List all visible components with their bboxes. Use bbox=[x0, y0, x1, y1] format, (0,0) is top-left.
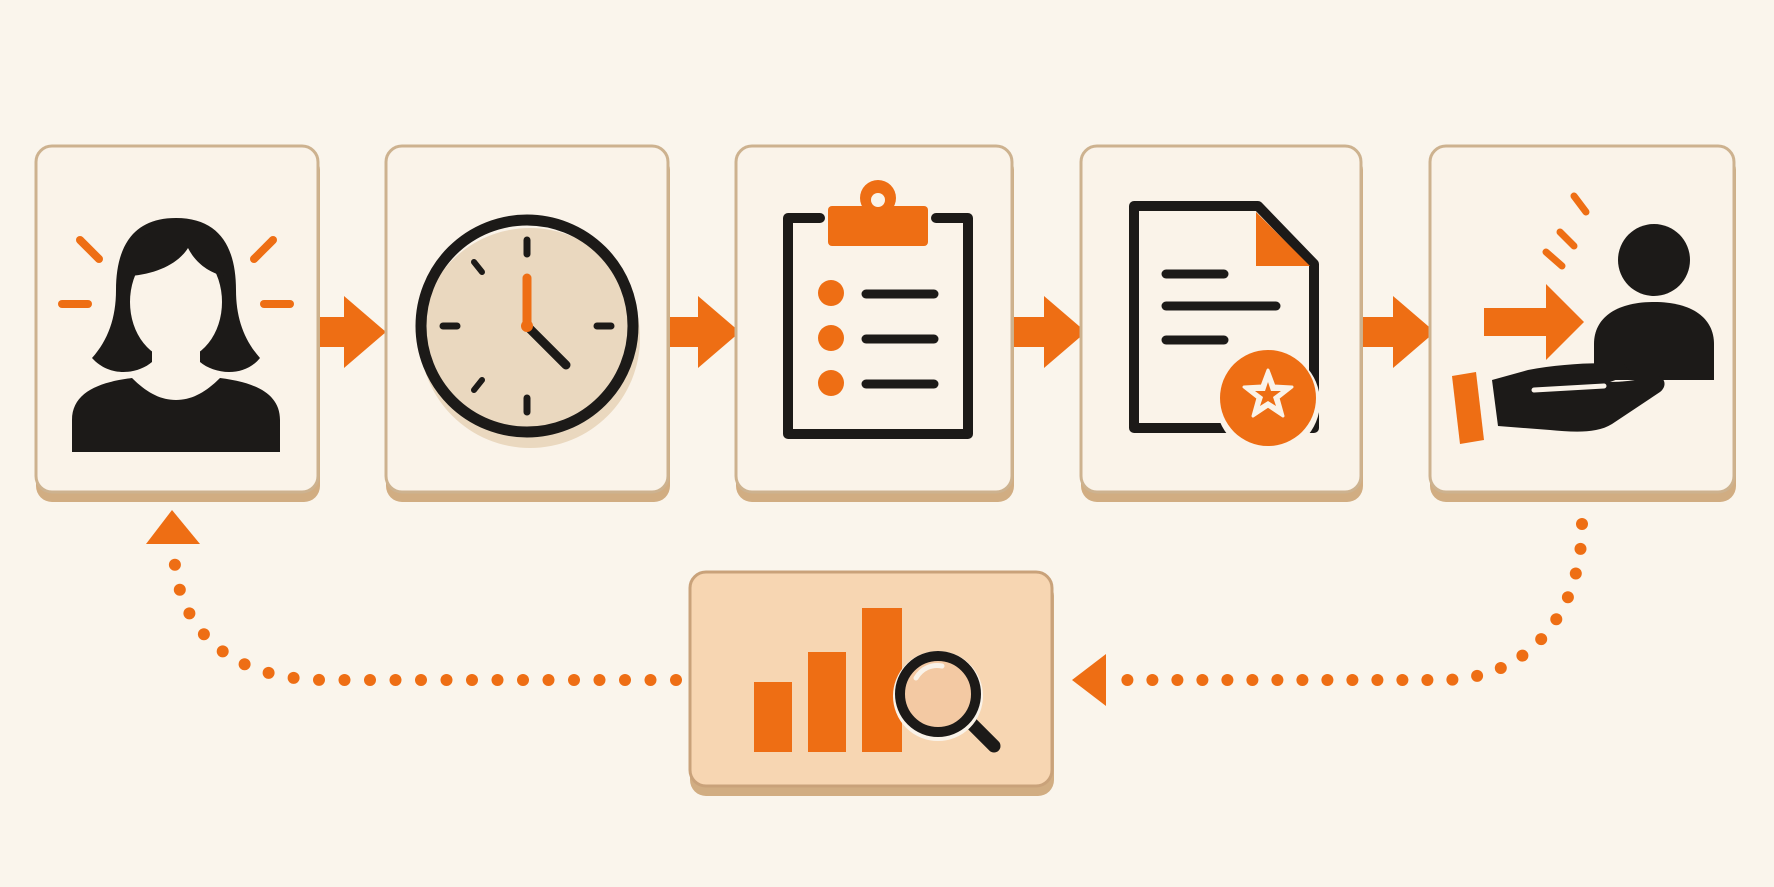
flow-arrow-1 bbox=[318, 296, 386, 368]
feedback-left-dot-13 bbox=[338, 674, 351, 686]
feedback-left-dot-9 bbox=[440, 674, 453, 686]
feedback-connector-to-person bbox=[168, 558, 682, 686]
feedback-right-dot-11 bbox=[1396, 674, 1409, 686]
feedback-right-dot-16 bbox=[1271, 674, 1284, 686]
feedback-left-dot-0 bbox=[670, 674, 682, 686]
feedback-left-dot-21 bbox=[173, 583, 186, 596]
step-card-checklist bbox=[734, 144, 1014, 502]
feedback-right-dot-13 bbox=[1346, 674, 1359, 686]
feedback-right-dot-10 bbox=[1421, 674, 1434, 686]
feedback-right-dot-7 bbox=[1494, 662, 1507, 674]
feedback-right-dot-22 bbox=[1121, 674, 1134, 686]
feedback-left-dot-3 bbox=[593, 674, 606, 686]
feedback-left-dot-11 bbox=[389, 674, 402, 686]
feedback-right-dot-8 bbox=[1471, 669, 1484, 682]
clipboard-checklist-icon bbox=[783, 180, 973, 439]
feedback-left-dot-15 bbox=[287, 671, 300, 684]
feedback-right-dot-15 bbox=[1296, 674, 1309, 686]
feedback-card-analysis bbox=[688, 570, 1054, 796]
feedback-left-dot-10 bbox=[415, 674, 427, 686]
flow-arrow-3 bbox=[1013, 296, 1086, 368]
feedback-right-dot-4 bbox=[1550, 613, 1563, 626]
hand-over-to-person-icon bbox=[1452, 192, 1714, 444]
feedback-left-dot-2 bbox=[619, 674, 631, 686]
feedback-left-dot-8 bbox=[466, 674, 478, 686]
feedback-right-dot-19 bbox=[1196, 674, 1209, 686]
document-star-icon bbox=[1129, 201, 1320, 454]
step-card-clock bbox=[384, 144, 670, 502]
step-card-person bbox=[34, 144, 320, 502]
feedback-left-dot-19 bbox=[197, 628, 210, 641]
feedback-left-dot-22 bbox=[168, 558, 181, 571]
feedback-arrowhead-into-analysis bbox=[1072, 654, 1106, 706]
feedback-left-dot-5 bbox=[542, 674, 555, 686]
step-card-document bbox=[1079, 144, 1363, 502]
feedback-right-dot-0 bbox=[1576, 518, 1588, 530]
feedback-right-dot-9 bbox=[1446, 673, 1459, 686]
feedback-left-dot-7 bbox=[491, 674, 504, 686]
feedback-right-dot-3 bbox=[1561, 591, 1574, 604]
feedback-left-dot-12 bbox=[364, 674, 376, 686]
feedback-left-dot-17 bbox=[238, 658, 251, 671]
feedback-right-dot-18 bbox=[1221, 674, 1234, 686]
feedback-right-dot-14 bbox=[1321, 674, 1334, 686]
feedback-arrowhead-into-person bbox=[146, 510, 200, 544]
feedback-right-dot-21 bbox=[1146, 674, 1159, 686]
flow-arrow-2 bbox=[667, 296, 740, 368]
feedback-left-dot-4 bbox=[568, 674, 580, 686]
feedback-right-dot-20 bbox=[1171, 674, 1184, 686]
feedback-right-dot-6 bbox=[1516, 649, 1529, 662]
feedback-right-dot-5 bbox=[1535, 633, 1548, 646]
person-icon bbox=[58, 218, 294, 452]
step-card-handoff bbox=[1428, 144, 1736, 502]
feedback-right-dot-17 bbox=[1246, 674, 1259, 686]
clock-icon bbox=[415, 214, 640, 448]
feedback-right-dot-12 bbox=[1371, 674, 1384, 686]
feedback-left-dot-16 bbox=[262, 666, 275, 679]
feedback-right-dot-2 bbox=[1569, 567, 1582, 580]
feedback-left-dot-6 bbox=[517, 674, 529, 686]
feedback-connector-from-handoff bbox=[1121, 518, 1588, 686]
flow-arrow-4 bbox=[1362, 296, 1435, 368]
bar-chart-magnifier-icon bbox=[754, 608, 1001, 753]
feedback-left-dot-18 bbox=[216, 645, 229, 658]
feedback-left-dot-14 bbox=[313, 673, 325, 686]
feedback-left-dot-1 bbox=[644, 674, 657, 686]
feedback-left-dot-20 bbox=[183, 607, 196, 620]
feedback-right-dot-1 bbox=[1574, 542, 1587, 555]
